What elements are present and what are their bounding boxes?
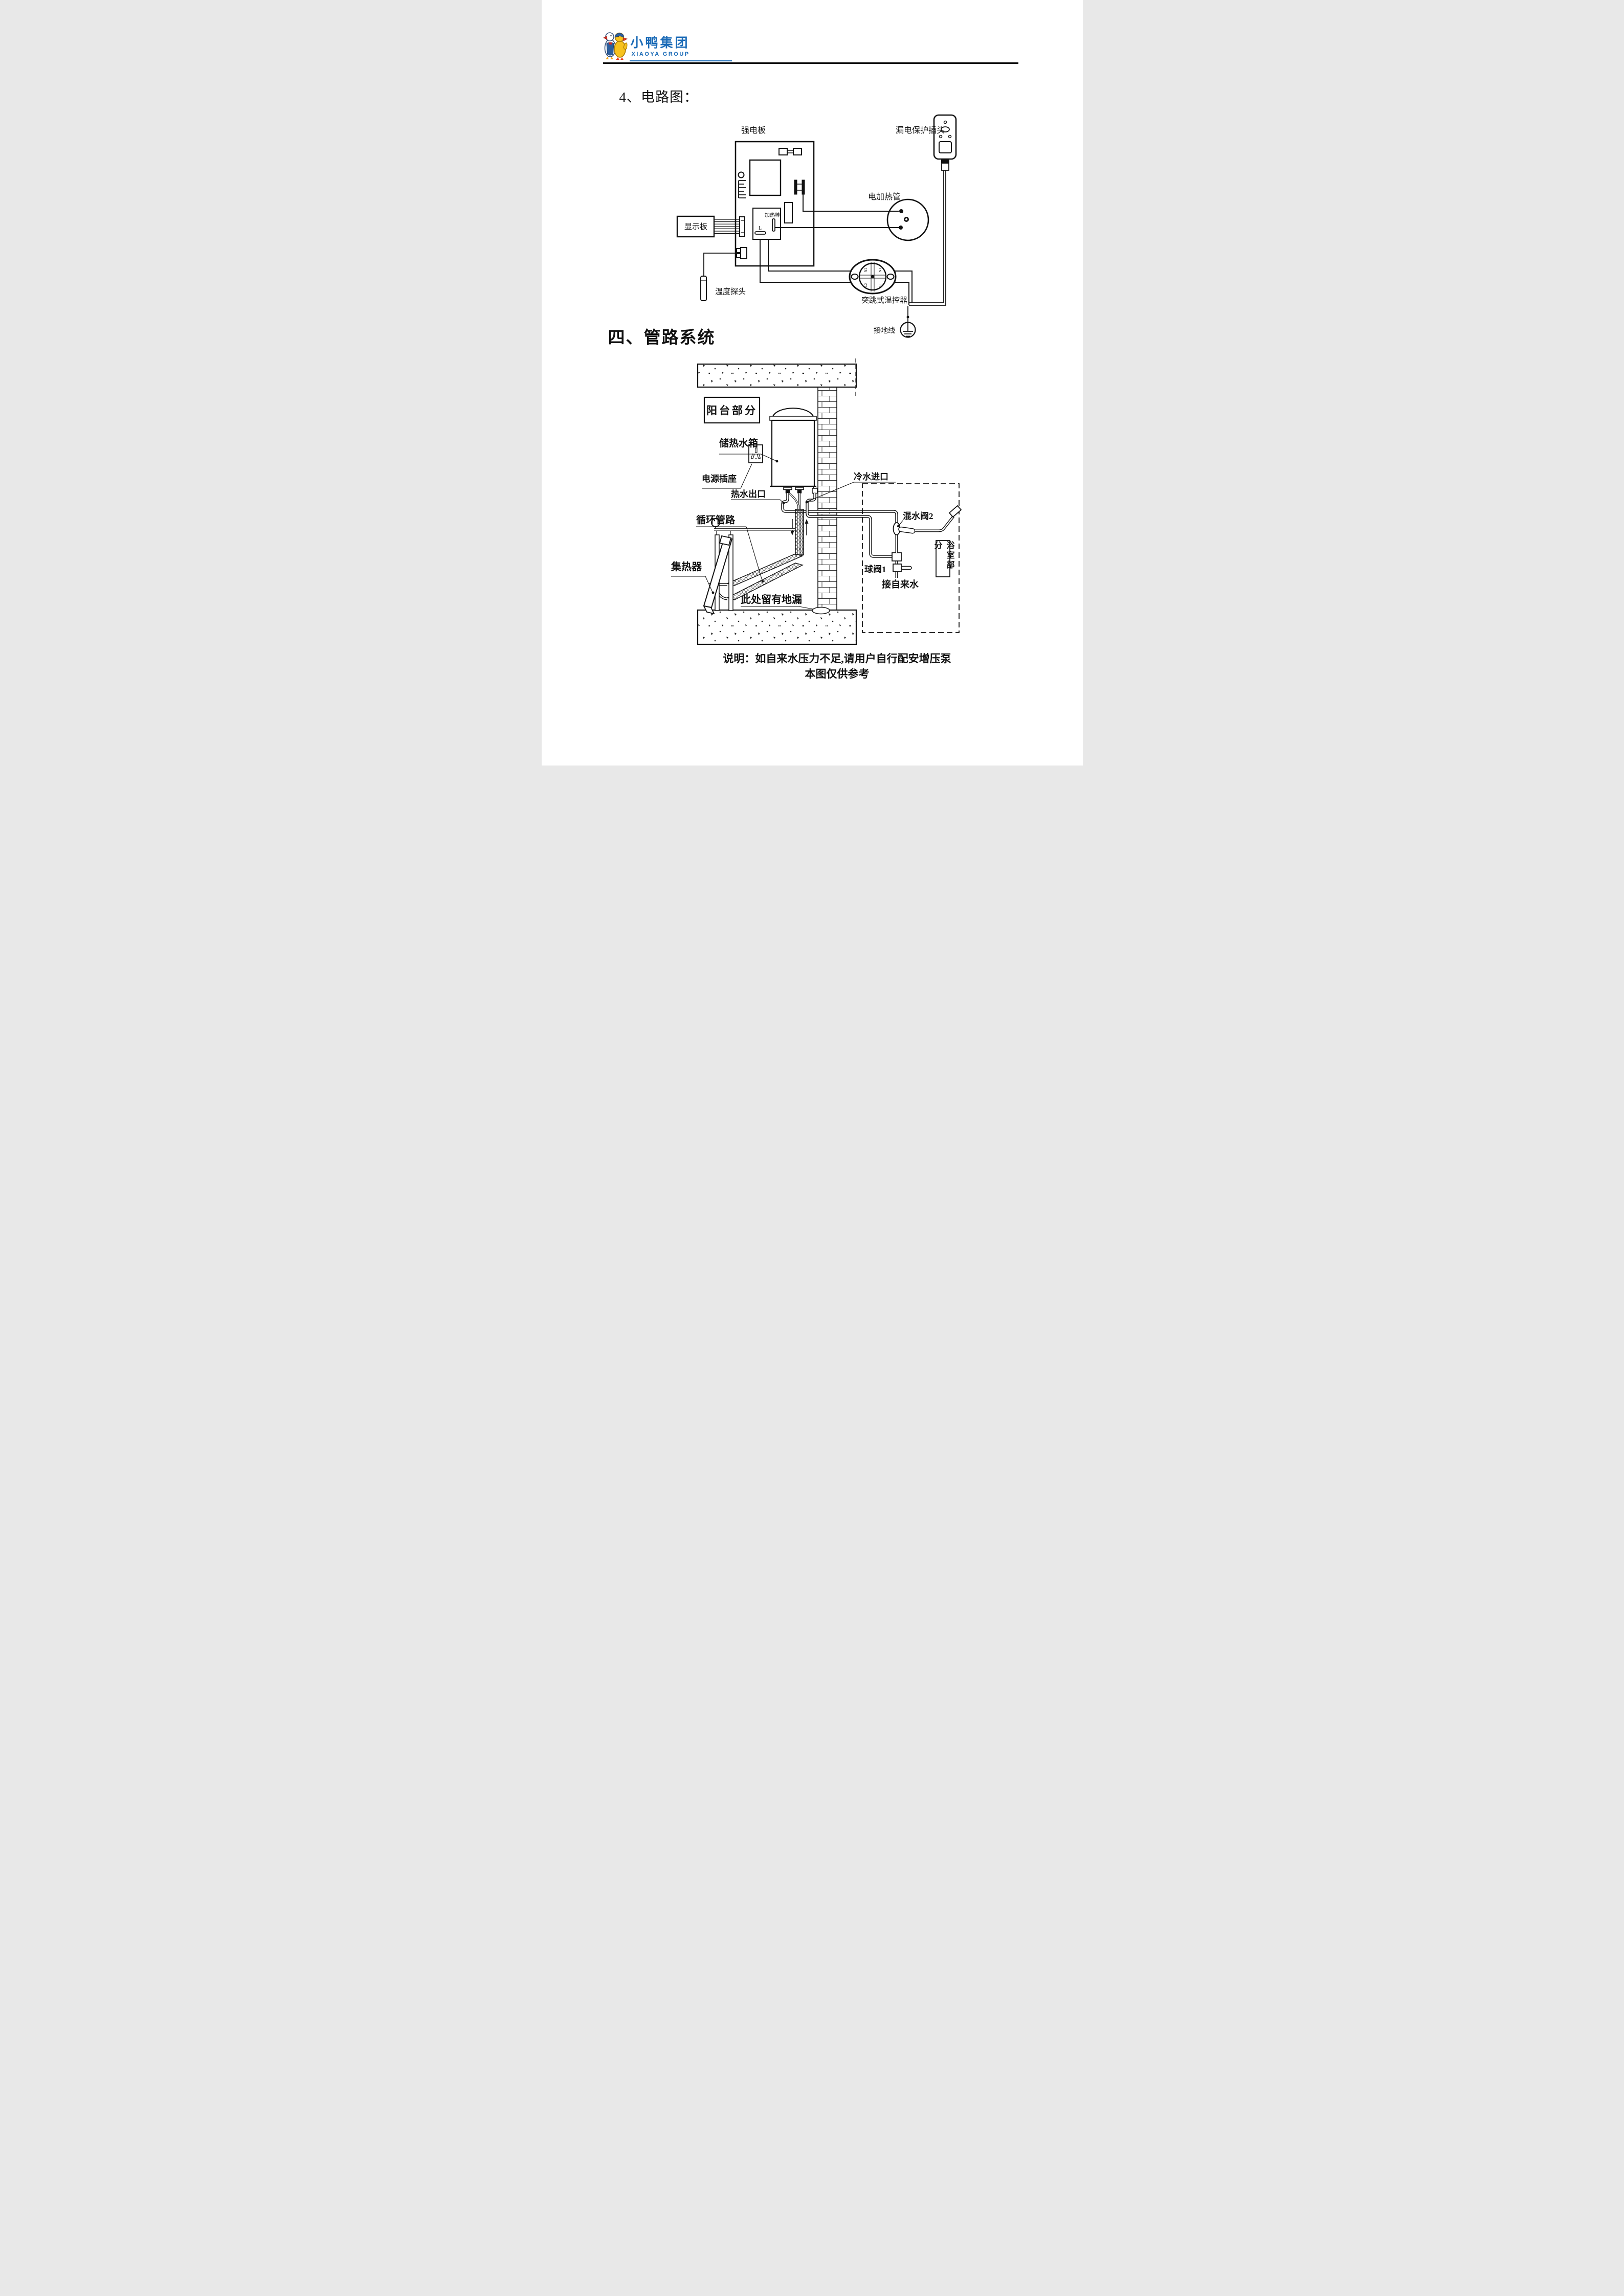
thermostat-wires-right (893, 271, 913, 305)
heatsink-symbol (738, 180, 746, 198)
label-bathroom: 浴室部分 (932, 541, 954, 570)
probe-wire (703, 253, 737, 276)
label-terminal-l: L (759, 226, 762, 231)
leak-plug-shape (933, 114, 956, 171)
probe-connector (736, 247, 747, 259)
thermostat-wires-left (759, 239, 852, 283)
label-drain: 此处留有地漏 (741, 593, 802, 605)
label-n1: N1 (878, 267, 882, 272)
label-tank: 储热水箱 (719, 437, 758, 449)
temp-probe-shape (700, 276, 707, 301)
bathroom-label-box (935, 540, 950, 577)
insulated-pipe-upper (726, 553, 804, 586)
ground-symbol (899, 322, 916, 338)
label-hot-out: 热水出口 (731, 489, 766, 499)
floor-drain (811, 606, 830, 615)
white-duck-icon (603, 32, 616, 59)
capacitor-block (784, 202, 793, 223)
tank-outlet-valves (783, 486, 818, 494)
fuse-symbol (778, 148, 802, 155)
heater-terminal-box (752, 208, 781, 240)
manual-page: 小鸭集团 XIAOYA GROUP 4、电路图： (541, 0, 1083, 766)
label-l1: L1 (878, 283, 882, 288)
piping-section-title: 四、管路系统 (608, 328, 716, 347)
ribbon-connector (739, 216, 745, 237)
label-cold-in: 冷水进口 (854, 471, 888, 482)
label-collector: 集热器 (671, 560, 702, 573)
circuit-diagram: 强电板 漏电保护插头 电加热管 显示板 加热棒 L 温度探头 突跳式温控器 接地… (676, 114, 956, 338)
cold-water-pipe (805, 493, 892, 558)
logo-brand-cn: 小鸭集团 (630, 36, 690, 50)
label-ground: 接地线 (874, 326, 895, 335)
leader-lines (671, 454, 903, 610)
wire-heater-top (802, 194, 899, 212)
label-socket: 电源插座 (702, 474, 737, 484)
circuit-section-title: 4、电路图： (619, 89, 698, 105)
ribbon-cable (714, 219, 740, 234)
transformer-symbol (794, 179, 805, 195)
logo-block: 小鸭集团 XIAOYA GROUP (603, 29, 1022, 64)
insulated-pipe-lower (726, 562, 804, 600)
shower-head (948, 505, 962, 518)
label-heating-rod: 加热棒 (765, 212, 780, 218)
label-balcony: 阳台部分 (706, 404, 758, 417)
leader-dots (711, 460, 899, 594)
label-heater-tube: 电加热管 (868, 192, 901, 201)
header-rule (603, 62, 1018, 64)
plug-cable (908, 170, 946, 306)
brick-wall (817, 387, 837, 611)
label-thermostat: 突跳式温控器 (861, 296, 907, 305)
bathroom-dashed-box (861, 483, 960, 633)
circulation-pipes (789, 492, 800, 509)
collector-panel (702, 535, 732, 615)
label-tap: 接自来水 (882, 579, 919, 590)
xiaoya-ducks-logo (603, 32, 628, 60)
tank-shape (769, 408, 817, 487)
label-n2: N2 (863, 267, 868, 272)
piping-diagram: 阳台部分 储热水箱 电源插座 热水出口 冷水进口 循环管路 集热器 此处留有地漏… (671, 358, 962, 645)
power-board-outline (735, 141, 814, 267)
label-mix-valve: 混水阀2 (903, 511, 933, 521)
l-terminal-pin (754, 231, 766, 235)
hot-water-pipe (781, 493, 898, 523)
heating-tube-shape (886, 198, 929, 241)
logo-underline (629, 60, 732, 61)
label-l2: L2 (863, 283, 868, 288)
label-temp-probe: 温度探头 (715, 287, 746, 296)
label-display-board: 显示板 (684, 222, 707, 231)
label-strong-board: 强电板 (741, 126, 766, 135)
ball-valve-assembly (891, 552, 912, 578)
relay-block (749, 159, 781, 196)
logo-brand-en: XIAOYA GROUP (631, 51, 690, 57)
label-leak-plug: 漏电保护插头 (896, 126, 945, 135)
floor-slab (697, 609, 857, 645)
thermostat-shape (849, 259, 896, 295)
yellow-duck-icon (613, 32, 628, 60)
mount-hole (738, 171, 744, 178)
balcony-box (703, 396, 760, 424)
ceiling-slab (697, 363, 857, 388)
label-ball-valve: 球阀1 (864, 564, 886, 574)
caption-line1: 说明：如自来水压力不足,请用户自行配安增压泵 (723, 652, 951, 665)
heating-rod-pin (771, 218, 775, 232)
caption-line2: 本图仅供参考 (805, 668, 870, 680)
label-loop: 循环管路 (696, 514, 736, 526)
